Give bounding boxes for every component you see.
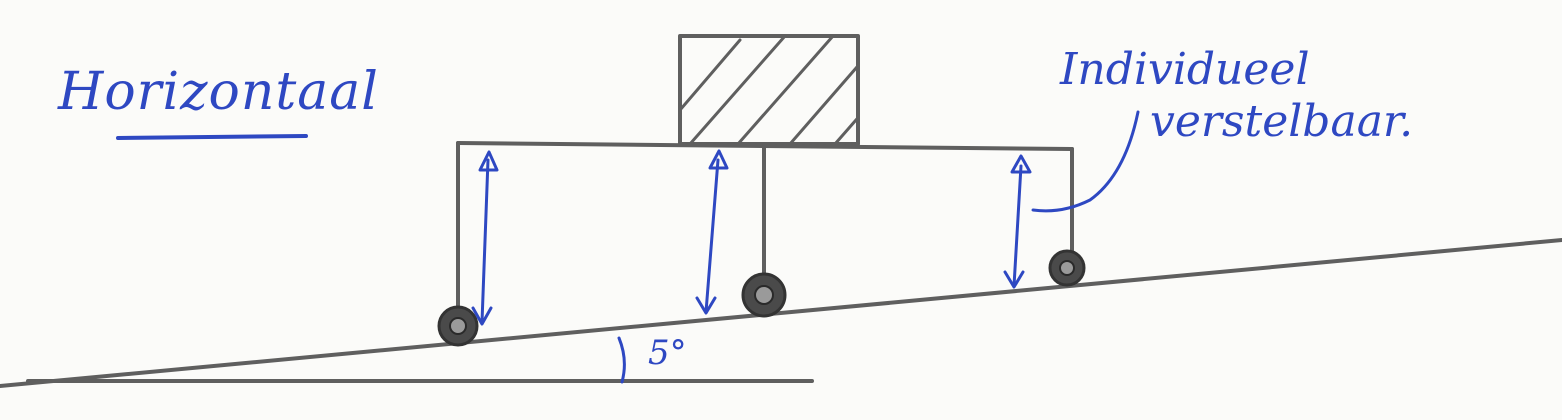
wheel-middle <box>741 272 787 318</box>
inclined-surface <box>0 238 1562 388</box>
adjustable-label-line-2: verstelbaar. <box>1150 96 1414 147</box>
label-leader-line <box>1031 110 1140 213</box>
height-arrow-middle <box>695 149 729 315</box>
height-arrow-right <box>1003 154 1032 289</box>
block-hatching <box>680 36 858 144</box>
horizontal-label: Horizontaal <box>58 62 379 122</box>
adjustable-platform <box>456 141 1074 312</box>
angle-arc <box>617 336 626 384</box>
wheel-right <box>1048 249 1086 287</box>
adjustable-label-line-1: Individueel <box>1060 44 1310 95</box>
height-arrow-left <box>471 150 499 326</box>
payload-block <box>678 34 860 146</box>
wheel-left <box>437 305 479 347</box>
incline-angle-label: 5° <box>648 333 687 373</box>
title-underline <box>116 134 308 140</box>
